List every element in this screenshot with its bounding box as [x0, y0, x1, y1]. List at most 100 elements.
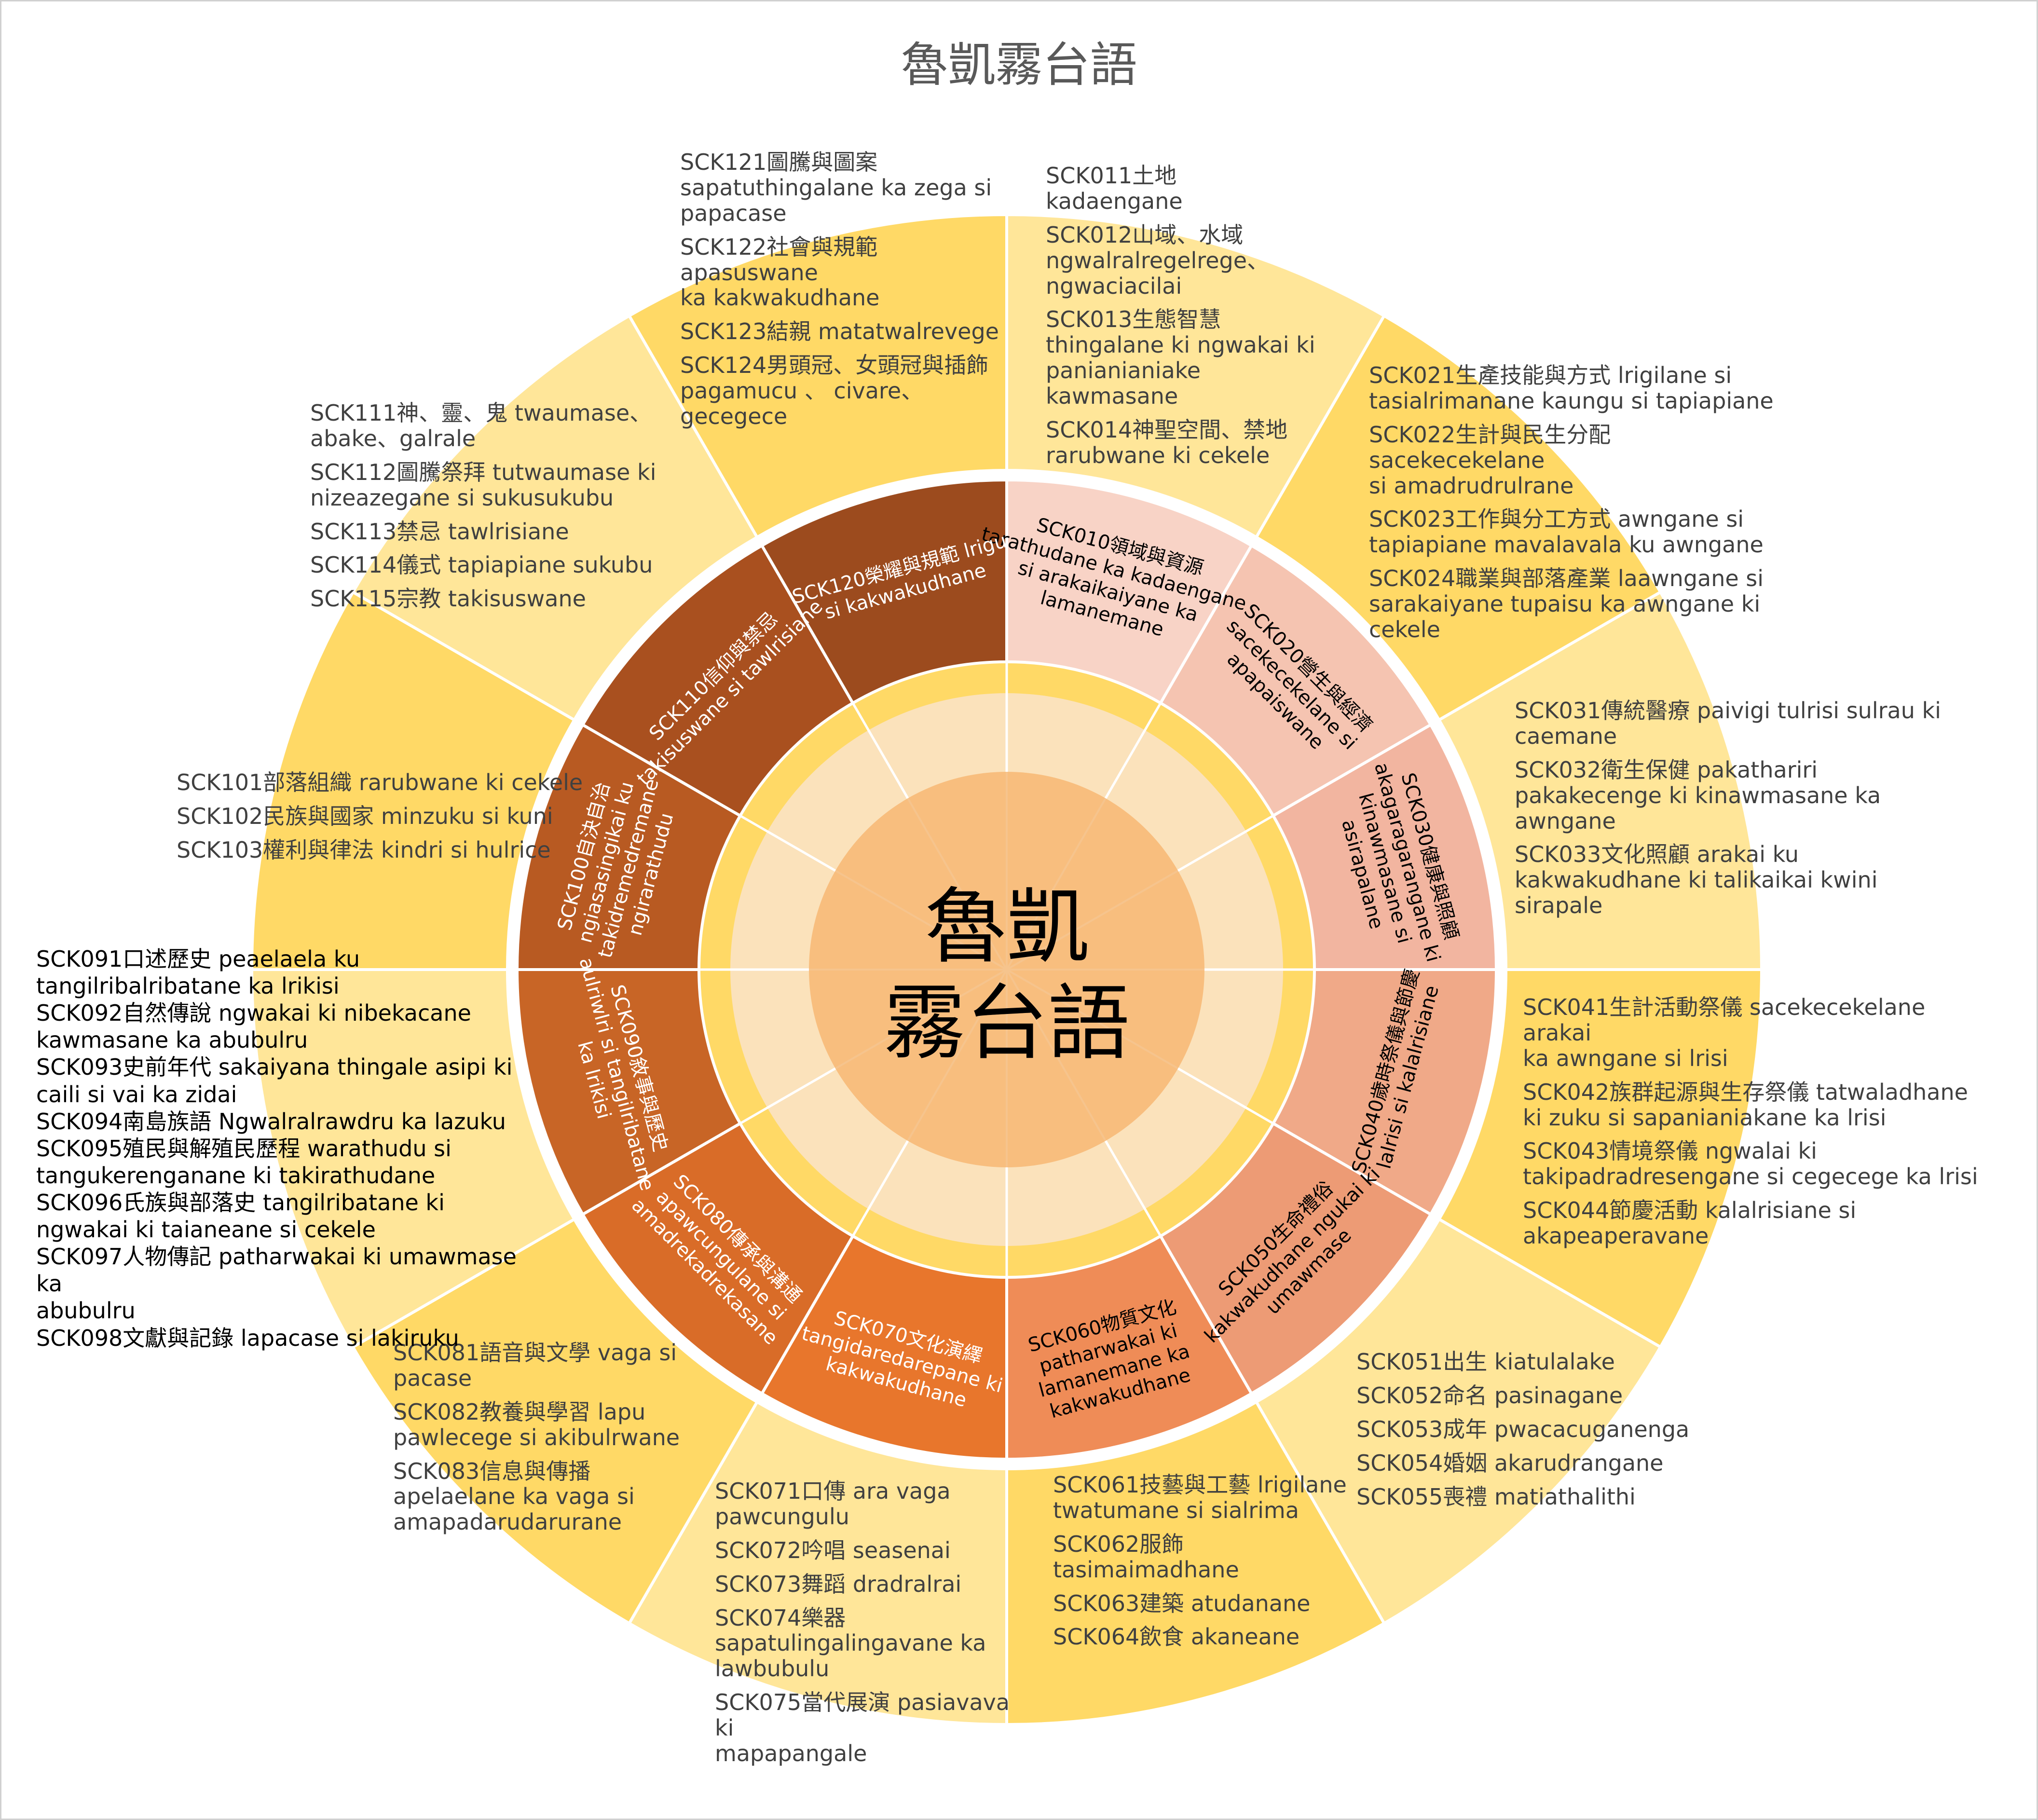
center-divider: [834, 870, 1007, 971]
subcategory-item: SCK094南島族語 Ngwalralrawdru ka lazuku: [36, 1108, 547, 1135]
subcategory-item-line: abake、galrale: [310, 425, 476, 452]
center-divider: [1006, 969, 1179, 1069]
subcategory-item: SCK011土地 kadaengane: [1046, 163, 1316, 214]
subcategory-item-line: panianianiake kawmasane: [1046, 357, 1201, 410]
subcategory-item-line: SCK022生計與民生分配 sacekecekelane: [1369, 421, 1611, 473]
band-divider: [1104, 1140, 1162, 1237]
subcategory-item: SCK103權利與律法 kindri si hulrice: [177, 837, 611, 863]
subcategory-item-line: tasialrimanane kaungu si tapiapiane: [1369, 387, 1774, 414]
subcategory-item-line: SCK121圖騰與圖案: [680, 149, 878, 175]
subcategory-item-line: SCK091口述歷史 peaelaela ku: [36, 946, 360, 972]
subcategory-item-line: tasimaimadhane: [1053, 1556, 1239, 1583]
subcategory-item-line: SCK061技藝與工藝 lrigilane: [1053, 1472, 1347, 1498]
category-segment-sck080: [580, 1121, 855, 1396]
subcategory-item-line: pacase: [393, 1365, 472, 1391]
center-divider: [1006, 870, 1179, 971]
category-segment-sck120: [760, 478, 1008, 705]
subcategory-item-line: SCK094南島族語 Ngwalralrawdru ka lazuku: [36, 1108, 506, 1135]
band-divider: [851, 1140, 909, 1237]
subcategory-item-line: SCK103權利與律法 kindri si hulrice: [177, 836, 551, 863]
subcategory-item-line: nizeazegane si sukusukubu: [310, 484, 614, 511]
subcategory-item-line: pawlecege si akibulrwane: [393, 1424, 680, 1451]
subcategory-item-line: SCK102民族與國家 minzuku si kuni: [177, 803, 553, 829]
subcategory-item-line: SCK052命名 pasinagane: [1356, 1382, 1623, 1409]
subcategory-item-line: sapatuthingalane ka zega si: [680, 174, 992, 201]
subcategory-item: SCK055喪禮 matiathalithi: [1356, 1484, 1694, 1510]
subcategory-item-line: thingalane ki ngwakai ki: [1046, 332, 1315, 358]
subcategory-item-line: rarubwane ki cekele: [1046, 442, 1270, 468]
subcategory-item-line: SCK042族群起源與生存祭儀 tatwaladhane: [1523, 1079, 1968, 1105]
subcategory-item: SCK053成年 pwacacuganenga: [1356, 1416, 1694, 1442]
subcategory-item-line: sapatulingalingavane ka: [715, 1630, 986, 1656]
subcategory-item-line: SCK075當代展演 pasiavava ki: [715, 1689, 1010, 1741]
center-divider: [1006, 969, 1107, 1142]
subcategory-item-line: SCK082教養與學習 lapu: [393, 1398, 646, 1425]
subcategory-item-line: pawcungulu: [715, 1503, 849, 1530]
center-label-line1: 魯凱: [925, 879, 1089, 975]
category-segment-sck030: [1271, 723, 1498, 971]
subcategory-item-line: SCK071口傳 ara vaga: [715, 1478, 951, 1504]
subcategory-item-line: apelaelane ka vaga si: [393, 1483, 635, 1510]
category-segment-sck060: [1005, 1234, 1254, 1461]
band-divider: [739, 814, 836, 872]
category-segment-sck010: [1005, 478, 1254, 705]
subcategory-item-line: SCK074樂器: [715, 1604, 846, 1631]
subcategory-item-line: SCK101部落組織 rarubwane ki cekele: [177, 769, 583, 795]
subcategory-item-line: ki zuku si sapanianiakane ka lrisi: [1523, 1104, 1887, 1131]
subcategory-item-line: ka awngane si lrisi: [1523, 1045, 1728, 1071]
subcategory-item-line: SCK092自然傳說 ngwakai ki nibekacane: [36, 1000, 471, 1026]
subcategory-item-line: papacase: [680, 200, 787, 226]
subcategory-item-line: SCK055喪禮 matiathalithi: [1356, 1483, 1636, 1510]
subcategory-item-line: SCK124男頭冠、女頭冠與插飾: [680, 352, 989, 379]
subcategory-item-line: abubulru: [36, 1298, 136, 1324]
subcategory-item: SCK113禁忌 tawlrisiane: [310, 519, 667, 545]
subcategory-item: SCK115宗教 takisuswane: [310, 586, 667, 612]
subcategory-item-line: SCK095殖民與解殖民歷程 warathudu si: [36, 1135, 451, 1162]
subcategory-item-line: SCK033文化照顧 arakai ku: [1515, 841, 1799, 868]
subcategory-item-line: SCK044節慶活動 kalalrisiane si: [1523, 1197, 1857, 1224]
category-segment-sck110: [580, 543, 855, 818]
subcategory-item-line: SCK122社會與規範 apasuswane: [680, 233, 878, 286]
subcategory-item: SCK114儀式 tapiapiane sukubu: [310, 552, 667, 578]
subcategory-item-line: mapapangale: [715, 1740, 867, 1767]
subcategory-item: SCK111神、靈、鬼 twaumase、abake、galrale: [310, 400, 667, 452]
subcategory-item-line: SCK093史前年代 sakaiyana thingale asipi ki: [36, 1054, 513, 1081]
subcategory-item-line: SCK062服飾: [1053, 1531, 1184, 1557]
subcategory-item-line: ngwakai ki taianeane si cekele: [36, 1217, 376, 1243]
category-segment-sck070: [760, 1234, 1008, 1461]
subcategory-item-line: SCK115宗教 takisuswane: [310, 586, 586, 612]
subcategory-item-line: SCK023工作與分工方式 awngane si: [1369, 506, 1744, 533]
subcategory-item-line: caemane: [1515, 723, 1617, 749]
center-divider: [907, 969, 1008, 1142]
subcategory-item-line: SCK041生計活動祭儀 sacekecekelane arakai: [1523, 994, 1926, 1046]
subcategory-item-line: SCK014神聖空間、禁地: [1046, 417, 1288, 443]
subcategory-item: SCK101部落組織 rarubwane ki cekele: [177, 770, 611, 795]
